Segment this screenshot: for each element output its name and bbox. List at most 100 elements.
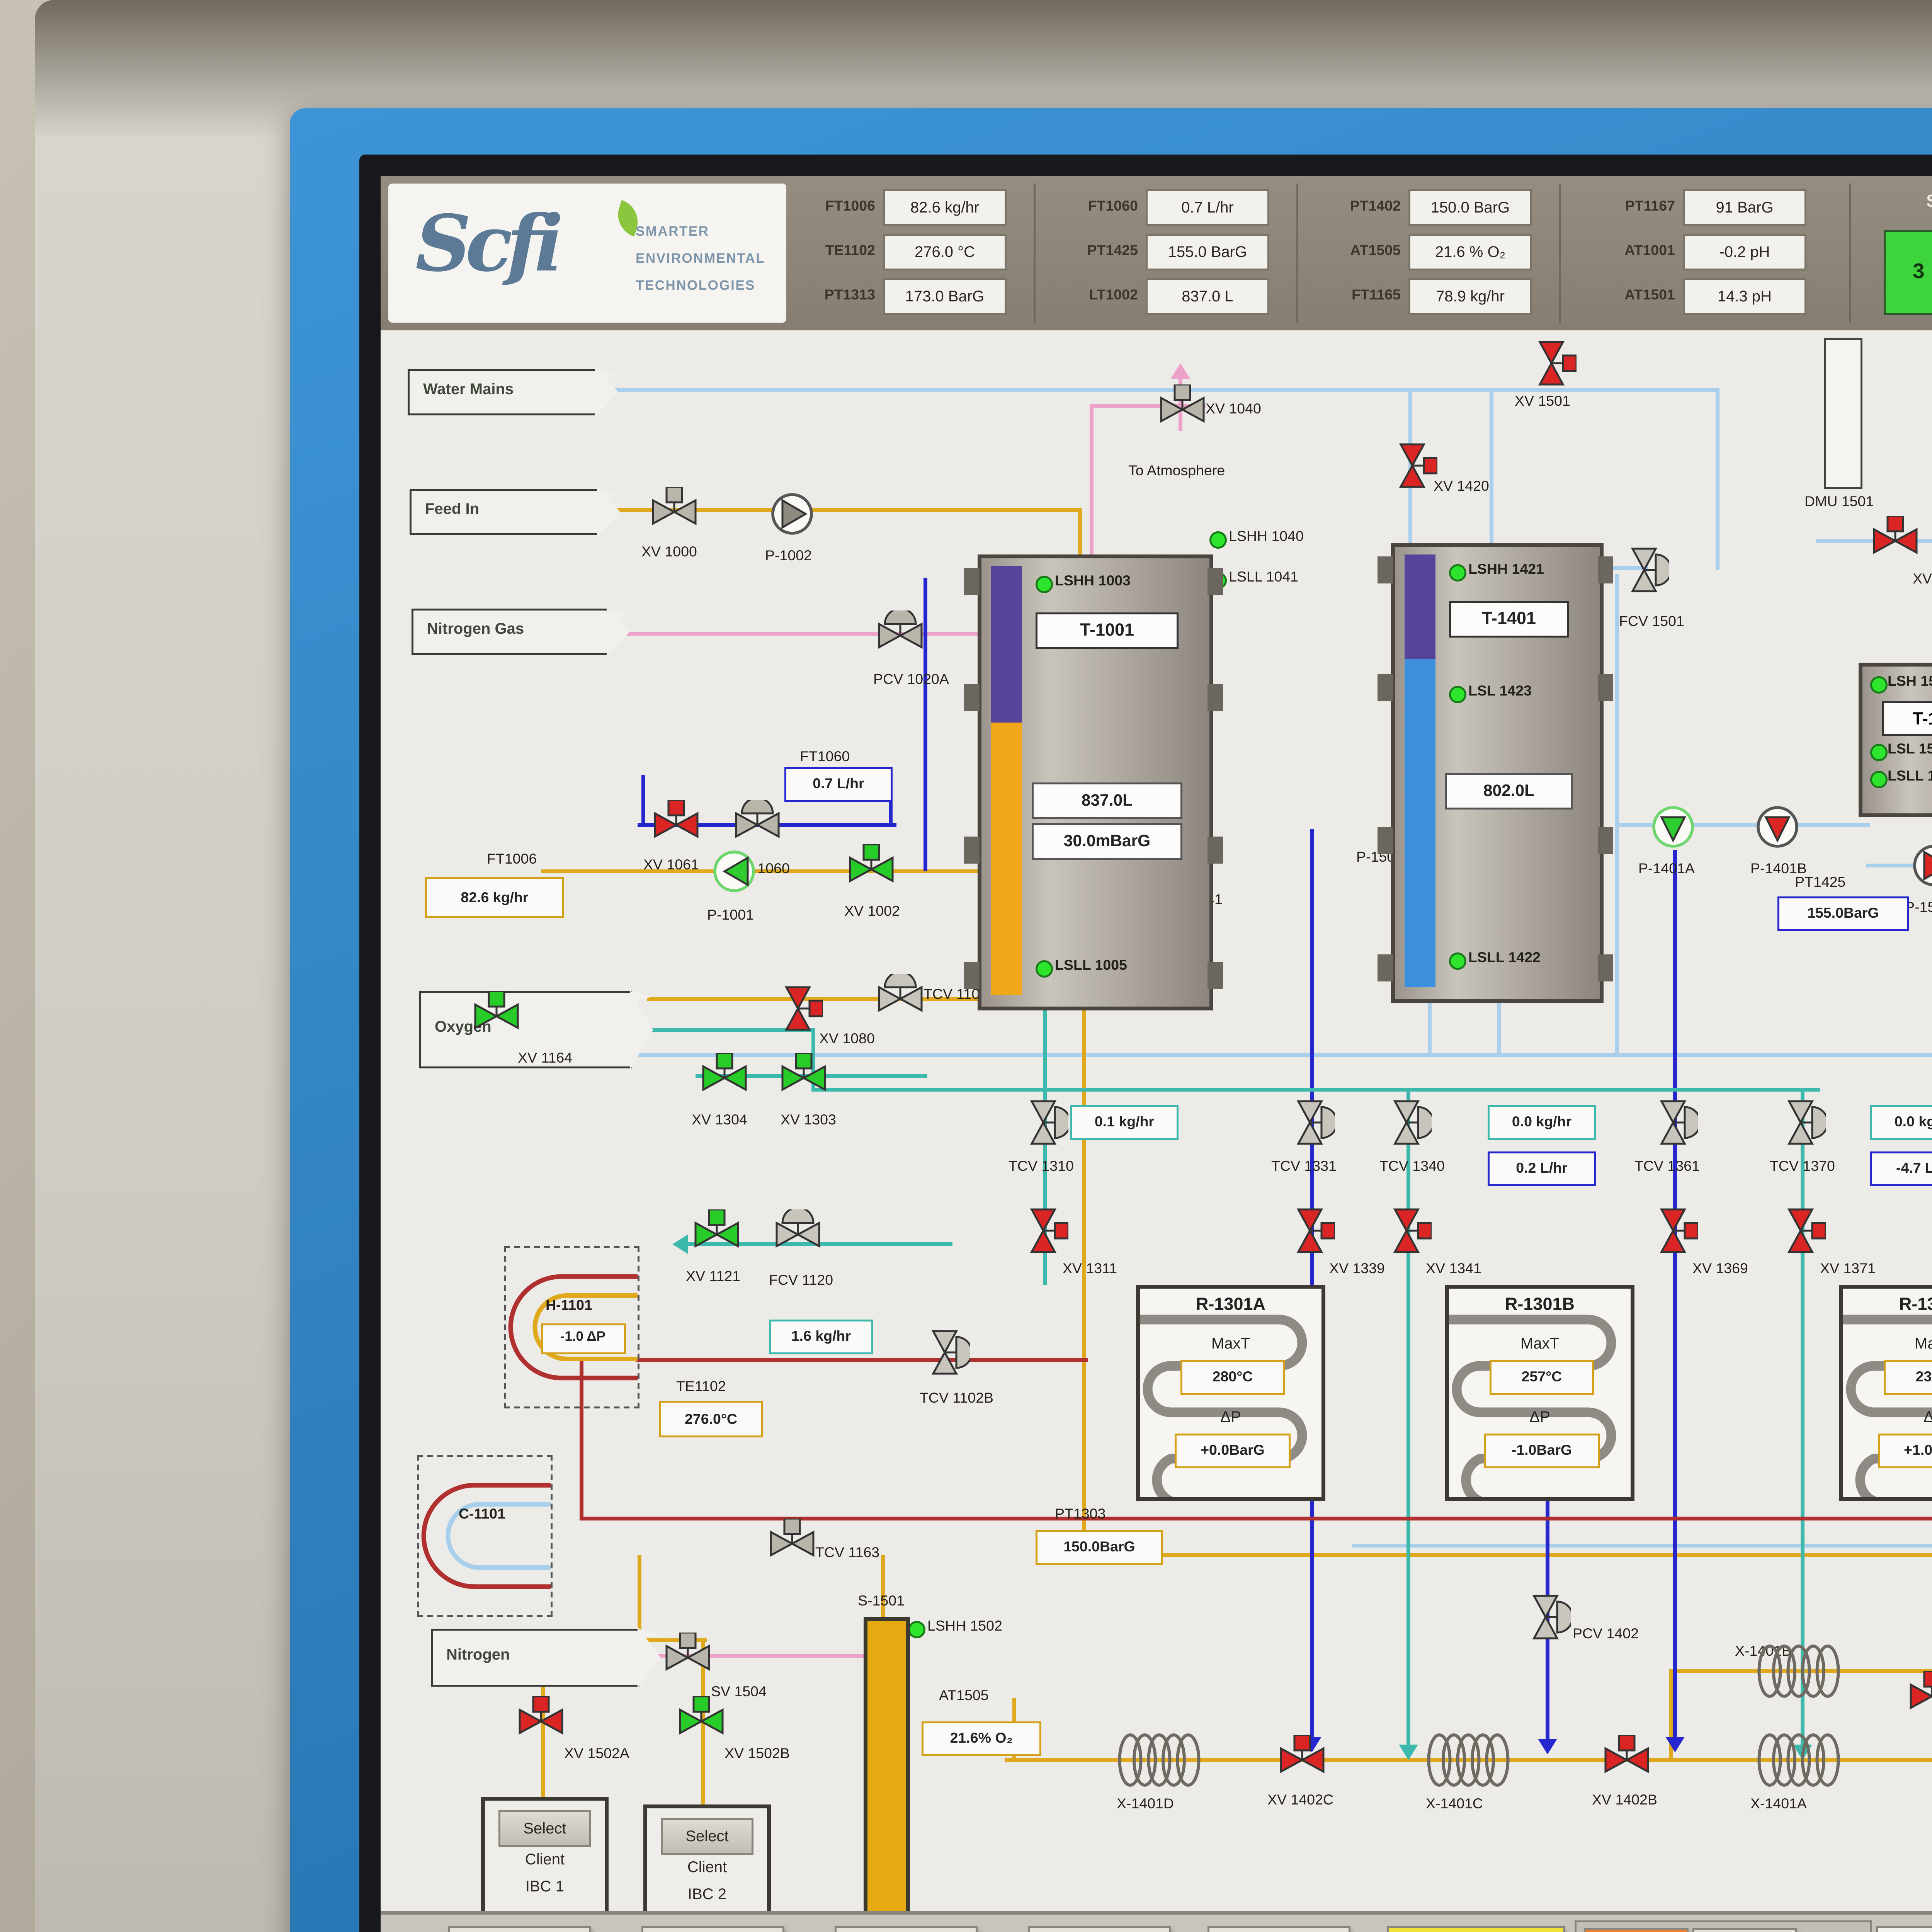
valve-xv-1502b[interactable] <box>676 1695 726 1747</box>
reactor-maxt-label: MaxT <box>1211 1335 1250 1352</box>
valve-xv-1040[interactable] <box>1157 383 1208 435</box>
tank-nozzle <box>964 961 980 989</box>
pump-p-1401a[interactable] <box>1652 806 1694 848</box>
nav-button-overview[interactable]: Overview <box>448 1926 591 1932</box>
pipe-W <box>636 1358 1088 1362</box>
readout-value: 173.0 BarG <box>883 278 1007 315</box>
valve-tcv-1102b[interactable] <box>920 1327 973 1378</box>
safety-key-release-button[interactable]: Safety Key Release <box>1387 1926 1565 1932</box>
feed-tag-point <box>595 367 618 417</box>
valve-sv-1504[interactable] <box>663 1631 713 1683</box>
valve-label: XV 1420 <box>1434 477 1489 495</box>
pipe-L <box>591 388 1719 392</box>
vessel-title: T-1501 <box>1882 701 1932 736</box>
flow-arrow <box>1399 1745 1418 1760</box>
valve-tcv-1102a[interactable] <box>875 971 925 1024</box>
valve-xv-1002[interactable] <box>846 843 896 895</box>
reactor-maxt-label: MaxT <box>1520 1335 1559 1352</box>
select-button[interactable]: Select <box>498 1810 591 1847</box>
pipe-F <box>881 1555 885 1621</box>
valve-pcv-1402[interactable] <box>1520 1592 1574 1642</box>
tank-dot-top <box>1036 576 1053 593</box>
pipe-L <box>1866 864 1932 867</box>
valve-xv-1303[interactable] <box>779 1052 829 1103</box>
valve-xv-1371[interactable] <box>1776 1206 1827 1256</box>
nav-button-parameters[interactable]: Parameters <box>1208 1926 1350 1932</box>
readout-tag-pt1303: PT1303 <box>1055 1505 1106 1522</box>
valve-xv-1339[interactable] <box>1285 1206 1336 1256</box>
maintenance-mode-button[interactable]: Maintenance Mode <box>1876 1926 1932 1932</box>
valve-xv-1000[interactable] <box>649 486 699 537</box>
valve-label: XV 1311 <box>1063 1260 1117 1277</box>
readout-value: -0.2 pH <box>1683 234 1806 270</box>
valve-xv-1402b[interactable] <box>1602 1734 1652 1785</box>
valve-label: XV 1501 <box>1515 392 1570 410</box>
valve-xv-1080[interactable] <box>773 983 824 1034</box>
valve-xv-1304[interactable] <box>699 1052 750 1103</box>
valve-tcv-1340[interactable] <box>1381 1097 1435 1148</box>
pump-p-1401b[interactable] <box>1756 806 1799 848</box>
valve-pcv-1020a[interactable] <box>875 607 925 661</box>
system-status-indicator: 3 Sulphidic <box>1884 230 1932 315</box>
valve-fcv-1060[interactable] <box>732 797 782 850</box>
valve-icon <box>1787 1100 1829 1145</box>
valve-fcv-1501[interactable] <box>1619 545 1672 595</box>
tank-nozzle <box>1378 953 1393 981</box>
valve-xv-1502a[interactable] <box>516 1695 566 1747</box>
valve-tcv-1370[interactable] <box>1776 1097 1829 1148</box>
valve-icon <box>784 986 824 1031</box>
pump-icon <box>1757 806 1798 848</box>
pump-icon <box>771 493 813 535</box>
valve-icon <box>770 1517 815 1557</box>
valve-icon <box>1873 515 1918 554</box>
reactor-maxt-value: 280°C <box>1180 1360 1285 1395</box>
tank-alarm-bot: LSLL 1422 <box>1468 949 1541 966</box>
readout-tag: AT1501 <box>1624 286 1675 303</box>
valve-icon <box>665 1631 710 1671</box>
valve-xv-1341[interactable] <box>1381 1206 1433 1256</box>
valve-tcv-1163[interactable] <box>767 1517 817 1569</box>
label-s-1501: S-1501 <box>858 1592 905 1609</box>
select-button[interactable]: Select <box>661 1818 753 1855</box>
valve-label: TCV 1163 <box>815 1544 880 1561</box>
valve-xv-1402a[interactable] <box>1907 1670 1932 1721</box>
valve-xv-1121[interactable] <box>692 1208 742 1260</box>
pipe-L <box>1716 392 1719 570</box>
valve-xv-1061[interactable] <box>651 799 701 850</box>
feed-tag-label: Nitrogen Gas <box>427 620 524 638</box>
tank-title: T-1001 <box>1036 612 1179 649</box>
valve-xv-1402c[interactable] <box>1277 1734 1327 1785</box>
exchanger-c-1101: C-1101 <box>417 1455 553 1617</box>
valve-tcv-1361[interactable] <box>1648 1097 1701 1148</box>
valve-tcv-1331[interactable] <box>1285 1097 1338 1148</box>
mode-option-sulphidic[interactable]: Sulphidic <box>1584 1928 1689 1932</box>
valve-xv-1164[interactable] <box>471 990 522 1041</box>
valve-fcv-1120[interactable] <box>773 1206 823 1260</box>
valve-xv-1311[interactable] <box>1018 1206 1070 1256</box>
pump-p-1502[interactable] <box>1913 844 1932 887</box>
nav-button-alarms[interactable]: Alarms <box>1028 1926 1171 1932</box>
vessel-dot <box>1870 744 1888 761</box>
pump-p-1002[interactable] <box>771 493 813 535</box>
valve-tcv-1310[interactable] <box>1018 1097 1071 1148</box>
valve-xv-1503[interactable] <box>1870 515 1920 566</box>
valve-icon <box>652 486 697 526</box>
valve-icon <box>849 843 894 883</box>
valve-xv-1369[interactable] <box>1648 1206 1699 1256</box>
feed-tag-water-mains: Water Mains <box>408 367 618 417</box>
valve-xv-1420[interactable] <box>1387 440 1439 491</box>
readout-tag-at1505: AT1505 <box>939 1687 989 1704</box>
pump-p-1001[interactable] <box>713 850 755 893</box>
tank-dot-mid <box>1449 686 1466 703</box>
mode-option-refinery[interactable]: Refinery <box>1692 1928 1797 1932</box>
valve-icon <box>878 971 923 1012</box>
pipe-N <box>599 632 1094 636</box>
pump-label: P-1401B <box>1750 860 1807 877</box>
valve-xv-1501[interactable] <box>1526 338 1578 388</box>
nav-button-trends[interactable]: Trends <box>835 1926 978 1932</box>
nav-button-reactors[interactable]: Reactors <box>641 1926 784 1932</box>
